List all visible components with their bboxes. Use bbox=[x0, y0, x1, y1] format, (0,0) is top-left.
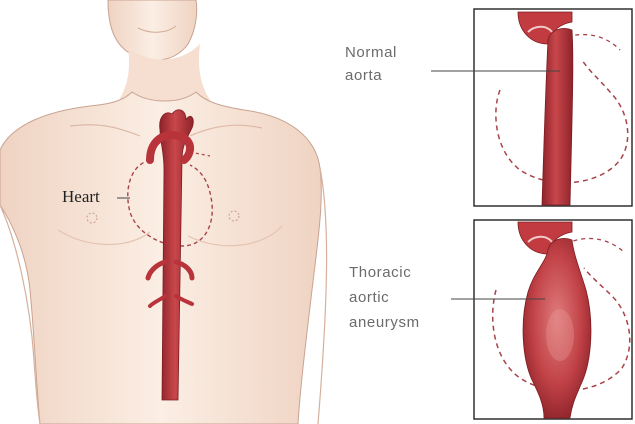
heart-label: Heart bbox=[62, 187, 100, 206]
aneurysm-label-line1: Thoracic bbox=[349, 264, 411, 281]
aneurysm-label-line2: aortic bbox=[349, 289, 389, 306]
normal-aorta-label-line1: Normal bbox=[345, 44, 397, 61]
aneurysm-label-line3: aneurysm bbox=[349, 314, 420, 331]
aneurysm-panel bbox=[474, 220, 632, 419]
normal-aorta-label-line2: aorta bbox=[345, 67, 382, 84]
normal-aorta-panel bbox=[474, 9, 632, 206]
